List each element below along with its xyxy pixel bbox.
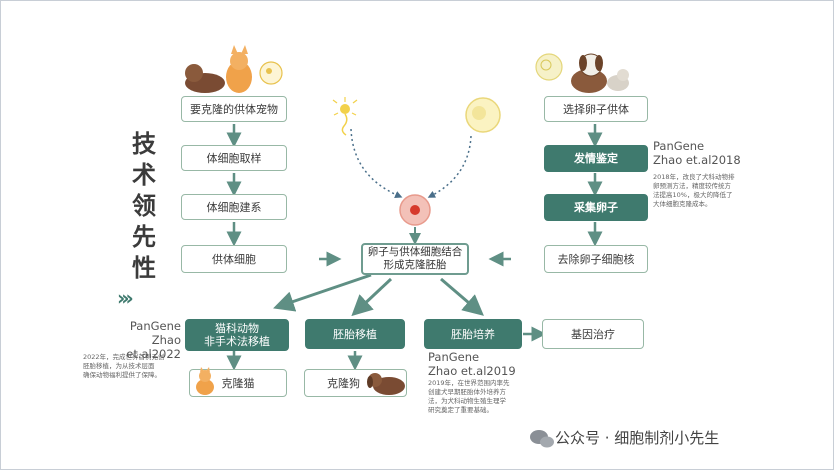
citation-2019: PanGene Zhao et.al2019 <box>428 350 516 378</box>
cat-and-dog-illustration <box>185 45 283 93</box>
citation-2022: PanGene Zhao et.al2022 <box>126 319 181 361</box>
note-2018: 2018年，改良了犬科动物排 卵预测方法，精度较传统方 法提高10%，极大的降低… <box>653 173 735 208</box>
kitten-icon <box>196 367 214 395</box>
node-estrus-detection: 发情鉴定 <box>544 145 648 172</box>
wechat-logo-icon <box>530 430 554 448</box>
node-donor-pet: 要克隆的供体宠物 <box>181 96 287 122</box>
watermark: 公众号 · 细胞制剂小先生 <box>555 427 719 448</box>
node-enucleation: 去除卵子细胞核 <box>544 245 648 273</box>
node-somatic-sampling: 体细胞取样 <box>181 145 287 171</box>
note-2019: 2019年，在世界范围内率先 创建犬早期胚胎体外培养方 法，为犬科动物生殖生理学… <box>428 379 510 414</box>
node-embryo-culture: 胚胎培养 <box>424 319 522 349</box>
node-select-egg-donor: 选择卵子供体 <box>544 96 648 122</box>
node-cat-transfer: 猫科动物 非手术法移植 <box>185 319 289 351</box>
watermark-text: 公众号 · 细胞制剂小先生 <box>555 429 720 447</box>
citation-2018: PanGene Zhao et.al2018 <box>653 139 741 167</box>
vertical-title: 技术领先性 <box>132 130 156 282</box>
node-donor-cell: 供体细胞 <box>181 245 287 273</box>
node-gene-therapy: 基因治疗 <box>542 319 644 349</box>
node-clone-embryo: 卵子与供体细胞结合 形成克隆胚胎 <box>361 243 469 275</box>
sperm-cell-icon <box>332 97 358 136</box>
branch-arrow-cat <box>273 273 372 312</box>
node-cell-line: 体细胞建系 <box>181 194 287 220</box>
chevrons-icon: ››› <box>117 286 134 310</box>
egg-cell-icon <box>465 97 501 133</box>
branch-arrow-culture <box>440 277 484 316</box>
note-2022: 2022年，完成世界首例无创 胚胎移植，为从技术层面 确保动物福利提供了保障。 <box>83 353 165 379</box>
dog-and-cat-illustration <box>535 53 629 93</box>
branch-arrow-transfer <box>351 277 393 317</box>
node-embryo-transfer: 胚胎移植 <box>305 319 405 349</box>
puppy-icon <box>367 373 405 395</box>
node-collect-eggs: 采集卵子 <box>544 194 648 221</box>
embryo-cell-icon <box>399 194 431 226</box>
